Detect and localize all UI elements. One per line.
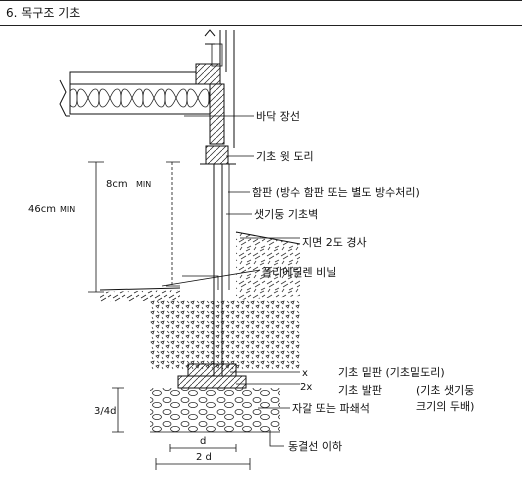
height-dim: 46cm [28,204,56,215]
upper-wall [204,29,235,148]
plate-mult: x [302,368,308,379]
clearance-dim: 8cm [106,179,128,190]
footing [177,363,247,389]
stud-wall [182,164,230,376]
ground-soil [99,231,301,370]
label-grade: 지면 2도 경사 [302,236,367,249]
leader-lines [161,115,300,447]
label-footing-board: 기초 발판 [338,384,382,397]
header-bottom-rule [0,25,522,26]
label-floor-insulation: 바닥 장선 [256,110,300,123]
callout-labels: 바닥 장선 기초 윗 도리 함판 (방수 함판 또는 별도 방수처리) 샛기둥 … [252,110,474,453]
header: 6. 목구조 기초 [0,0,522,27]
label-footing-plate: 기초 밑판 (기초밑도리) [338,366,445,379]
height-unit: MIN [60,205,75,214]
width-d-dim: d [200,436,206,447]
header-top-rule [0,0,522,1]
label-vapor-barrier: 폴리에틸렌 비닐 [262,266,336,279]
label-footing-note2: 크기의 두배) [416,400,474,413]
clearance-unit: MIN [136,180,151,189]
dimension-lines [88,161,251,470]
page-title: 6. 목구조 기초 [6,6,81,20]
gravel-depth-dim: 3/4d [94,406,116,417]
floor-assembly [59,63,225,145]
label-gravel: 자갈 또는 파쇄석 [292,401,370,415]
dimension-labels: 8cm MIN 46cm MIN x 2x 3/4d d 2 d [28,179,312,463]
width-2d-dim: 2 d [196,452,212,463]
label-flashing: 함판 (방수 함판 또는 별도 방수처리) [252,186,420,199]
label-frost-line: 동결선 이하 [288,439,342,453]
label-foundation-wall: 샛기둥 기초벽 [254,208,318,221]
label-footing-note: (기초 샛기둥 [416,384,474,397]
sill-plate [200,145,236,165]
label-sill-top: 기초 윗 도리 [256,150,314,163]
board-mult: 2x [300,382,312,393]
gravel-bed [150,388,280,433]
